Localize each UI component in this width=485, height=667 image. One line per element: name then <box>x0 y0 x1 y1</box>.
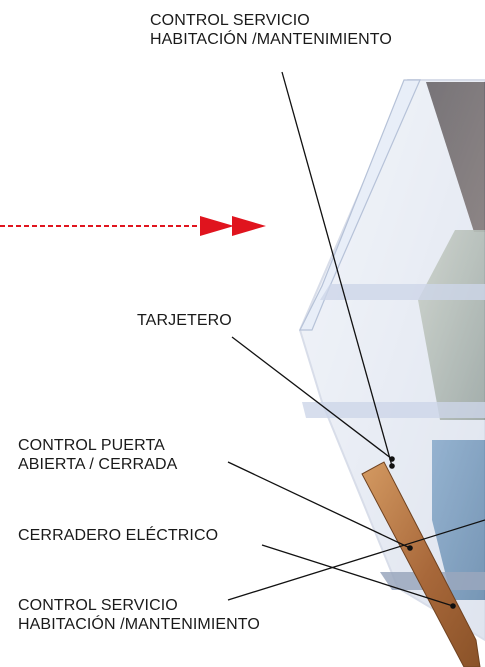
label-control-servicio-top-line2: HABITACIÓN /MANTENIMIENTO <box>150 31 392 48</box>
leader-control-puerta <box>227 461 411 549</box>
direction-arrow-head-1 <box>200 216 234 236</box>
leader-control-servicio-top <box>281 71 393 467</box>
point-tarjetero <box>389 456 395 462</box>
frame-shelf-lower <box>302 402 485 418</box>
label-cerradero: CERRADERO ELÉCTRICO <box>18 526 218 545</box>
label-control-puerta: CONTROL PUERTA ABIERTA / CERRADA <box>18 436 177 474</box>
direction-arrow <box>0 216 266 236</box>
label-tarjetero: TARJETERO <box>137 311 232 330</box>
glass-frame-rail <box>299 79 421 331</box>
leader-lines <box>227 71 485 607</box>
point-control-servicio-top <box>389 463 395 469</box>
door-leaf <box>361 461 481 667</box>
door-assembly <box>298 79 485 667</box>
label-control-servicio-bottom: CONTROL SERVICIO HABITACIÓN /MANTENIMIEN… <box>18 596 260 634</box>
leader-control-servicio-bottom <box>227 519 485 601</box>
label-control-servicio-bottom-line2: HABITACIÓN /MANTENIMIENTO <box>18 616 260 633</box>
point-cerradero <box>450 603 456 609</box>
label-control-servicio-top-line1: CONTROL SERVICIO <box>150 12 310 29</box>
label-control-puerta-line1: CONTROL PUERTA <box>18 437 165 454</box>
label-cerradero-line1: CERRADERO ELÉCTRICO <box>18 527 219 544</box>
label-tarjetero-line1: TARJETERO <box>137 312 232 329</box>
leader-points <box>389 456 456 609</box>
leader-tarjetero <box>231 336 393 460</box>
frame-shelf-upper <box>320 284 485 300</box>
point-control-puerta <box>407 545 413 551</box>
direction-arrow-head-2 <box>232 216 266 236</box>
label-control-puerta-line2: ABIERTA / CERRADA <box>18 456 178 473</box>
leader-cerradero <box>261 544 454 607</box>
label-control-servicio-bottom-line1: CONTROL SERVICIO <box>18 597 178 614</box>
glass-frame <box>298 79 485 642</box>
label-control-servicio-top: CONTROL SERVICIO HABITACIÓN /MANTENIMIEN… <box>150 11 392 49</box>
